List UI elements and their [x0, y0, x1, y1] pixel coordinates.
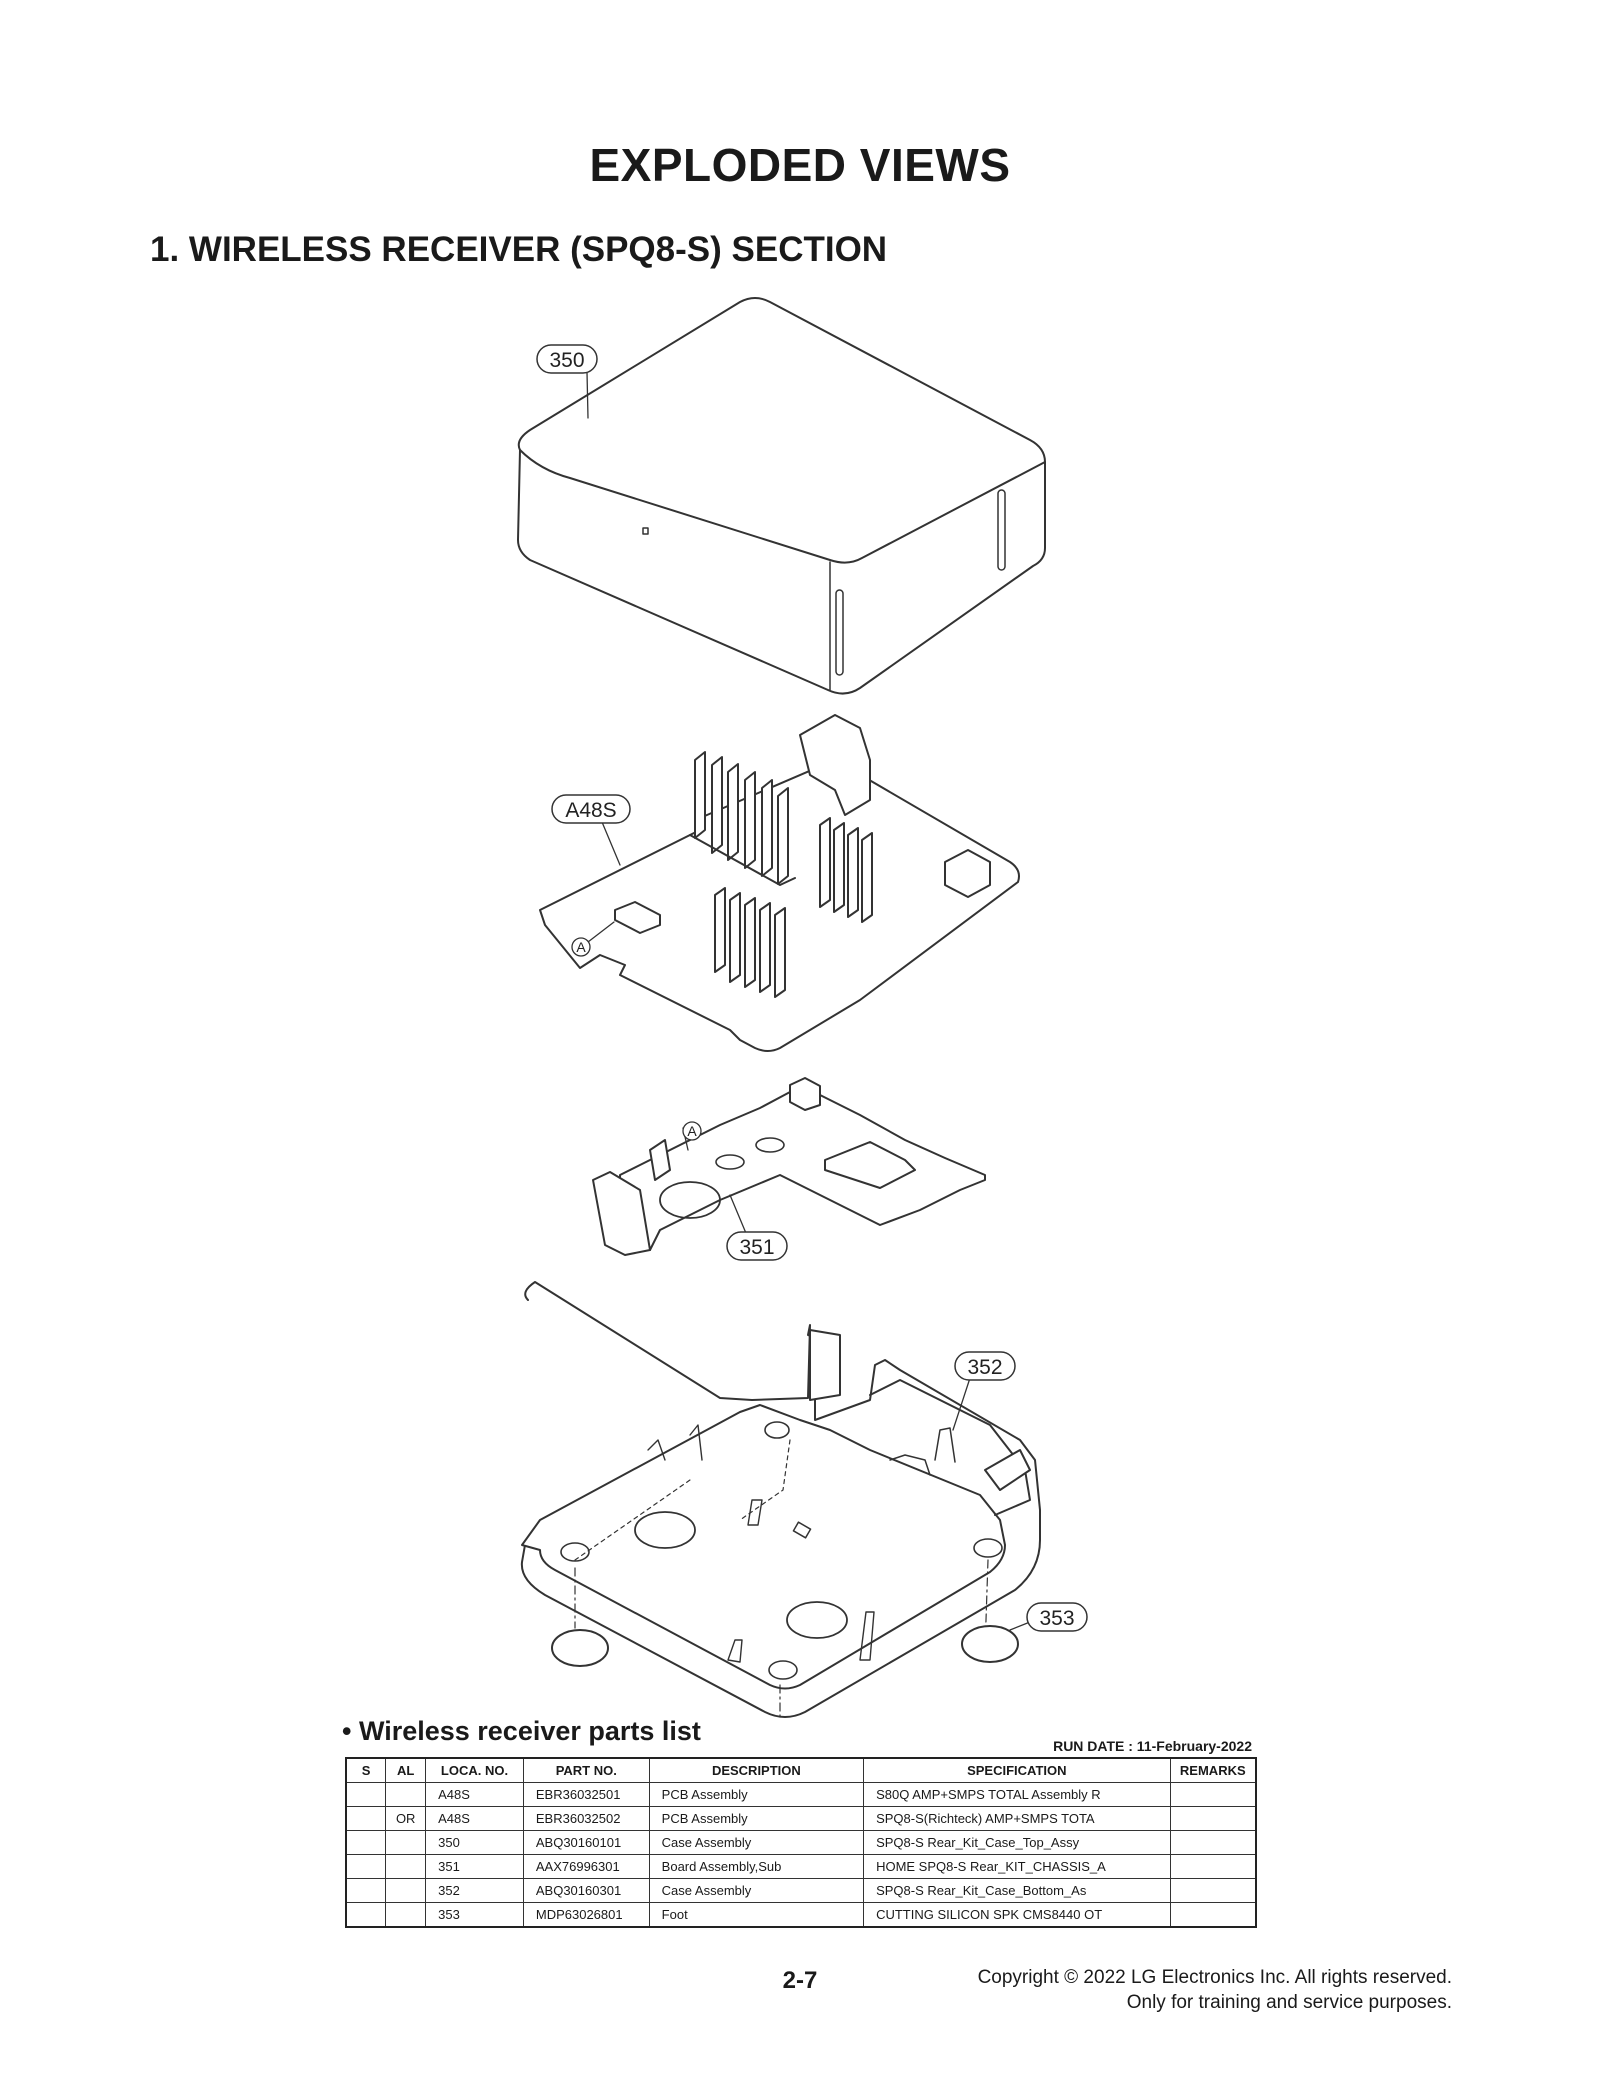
cell-loca-no: A48S: [425, 1782, 524, 1807]
leader-a-1: [587, 921, 615, 943]
parts-table: S AL LOCA. NO. PART NO. DESCRIPTION SPEC…: [345, 1757, 1257, 1928]
cell-loca-no: 351: [425, 1854, 524, 1879]
cell-part-no: EBR36032501: [522, 1782, 650, 1807]
col-header-part-no: PART NO.: [522, 1757, 650, 1783]
cell-remarks: [1169, 1806, 1257, 1831]
cell-loca-no: 353: [425, 1902, 524, 1928]
cell-description: Foot: [648, 1902, 865, 1928]
cell-part-no: ABQ30160301: [522, 1878, 650, 1903]
cell-loca-no: 352: [425, 1878, 524, 1903]
cell-remarks: [1169, 1830, 1257, 1855]
cell-description: Case Assembly: [648, 1830, 865, 1855]
cell-s: [345, 1902, 387, 1928]
table-row: OR A48S EBR36032502 PCB Assembly SPQ8-S(…: [345, 1806, 1257, 1831]
cell-loca-no: 350: [425, 1830, 524, 1855]
cell-remarks: [1169, 1782, 1257, 1807]
cell-specification: HOME SPQ8-S Rear_KIT_CHASSIS_A: [863, 1854, 1171, 1879]
cell-description: Board Assembly,Sub: [648, 1854, 865, 1879]
callout-a-1: A: [571, 937, 591, 957]
exploded-view-diagram: 350 A48S A: [517, 297, 1088, 1720]
callout-a48s: A48S: [551, 794, 631, 824]
col-header-remarks: REMARKS: [1169, 1757, 1257, 1783]
callout-351: 351: [726, 1231, 788, 1261]
cell-al: [385, 1854, 427, 1879]
cell-al: [385, 1902, 427, 1928]
cell-al: [385, 1878, 427, 1903]
leader-353: [1009, 1621, 1031, 1631]
table-row: A48S EBR36032501 PCB Assembly S80Q AMP+S…: [345, 1782, 1257, 1807]
callout-353: 353: [1026, 1602, 1088, 1632]
cell-description: PCB Assembly: [648, 1806, 865, 1831]
cell-description: Case Assembly: [648, 1878, 865, 1903]
cell-remarks: [1169, 1878, 1257, 1903]
col-header-specification: SPECIFICATION: [863, 1757, 1171, 1783]
run-date: RUN DATE : 11-February-2022: [1053, 1738, 1252, 1754]
callout-350: 350: [536, 344, 598, 374]
callout-350-label: 350: [549, 349, 584, 372]
cell-loca-no: A48S: [425, 1806, 524, 1831]
cell-al: OR: [385, 1806, 427, 1831]
cell-remarks: [1169, 1902, 1257, 1928]
cell-description: PCB Assembly: [648, 1782, 865, 1807]
feet-drawing: [551, 1567, 1019, 1667]
copyright-line-2: Only for training and service purposes.: [1126, 1992, 1452, 2013]
cell-specification: SPQ8-S(Richteck) AMP+SMPS TOTA: [863, 1806, 1171, 1831]
table-row: 351 AAX76996301 Board Assembly,Sub HOME …: [345, 1854, 1257, 1879]
cell-part-no: ABQ30160101: [522, 1830, 650, 1855]
callout-a-1-label: A: [576, 939, 586, 955]
cell-specification: SPQ8-S Rear_Kit_Case_Top_Assy: [863, 1830, 1171, 1855]
col-header-description: DESCRIPTION: [648, 1757, 865, 1783]
cell-s: [345, 1854, 387, 1879]
col-header-al: AL: [385, 1757, 427, 1783]
callout-a-2-label: A: [687, 1123, 697, 1139]
table-header-row: S AL LOCA. NO. PART NO. DESCRIPTION SPEC…: [345, 1757, 1257, 1783]
page-number: 2-7: [782, 1967, 818, 1994]
cell-s: [345, 1878, 387, 1903]
callout-351-label: 351: [739, 1236, 774, 1259]
cell-al: [385, 1830, 427, 1855]
copyright-line-1: Copyright © 2022 LG Electronics Inc. All…: [977, 1967, 1452, 1988]
leader-352: [952, 1377, 971, 1431]
col-header-s: S: [345, 1757, 387, 1783]
cell-specification: S80Q AMP+SMPS TOTAL Assembly R: [863, 1782, 1171, 1807]
callout-a48s-label: A48S: [565, 799, 616, 822]
pcb-drawing: [539, 714, 1020, 1052]
leader-350: [586, 371, 589, 419]
top-case-drawing: [517, 297, 1046, 695]
callout-352: 352: [954, 1351, 1016, 1381]
cell-al: [385, 1782, 427, 1807]
cell-s: [345, 1806, 387, 1831]
callout-353-label: 353: [1039, 1607, 1074, 1630]
callout-352-label: 352: [967, 1356, 1002, 1379]
page-title: EXPLODED VIEWS: [589, 139, 1011, 191]
chassis-drawing: [592, 1077, 986, 1256]
cell-s: [345, 1830, 387, 1855]
cell-specification: CUTTING SILICON SPK CMS8440 OT: [863, 1902, 1171, 1928]
cell-specification: SPQ8-S Rear_Kit_Case_Bottom_As: [863, 1878, 1171, 1903]
col-header-loca-no: LOCA. NO.: [425, 1757, 524, 1783]
table-row: 353 MDP63026801 Foot CUTTING SILICON SPK…: [345, 1902, 1257, 1928]
copyright-notice: Copyright © 2022 LG Electronics Inc. All…: [978, 1965, 1452, 2015]
leader-351: [729, 1194, 749, 1239]
bottom-case-drawing: [520, 1281, 1041, 1720]
cell-part-no: MDP63026801: [522, 1902, 650, 1928]
leader-a48s: [601, 821, 621, 866]
cell-remarks: [1169, 1854, 1257, 1879]
table-row: 350 ABQ30160101 Case Assembly SPQ8-S Rea…: [345, 1830, 1257, 1855]
cell-part-no: AAX76996301: [522, 1854, 650, 1879]
callout-a-2: A: [682, 1121, 702, 1141]
cell-part-no: EBR36032502: [522, 1806, 650, 1831]
parts-list-heading: • Wireless receiver parts list: [342, 1716, 701, 1746]
table-row: 352 ABQ30160301 Case Assembly SPQ8-S Rea…: [345, 1878, 1257, 1903]
cell-s: [345, 1782, 387, 1807]
section-title: 1. WIRELESS RECEIVER (SPQ8-S) SECTION: [150, 230, 888, 269]
